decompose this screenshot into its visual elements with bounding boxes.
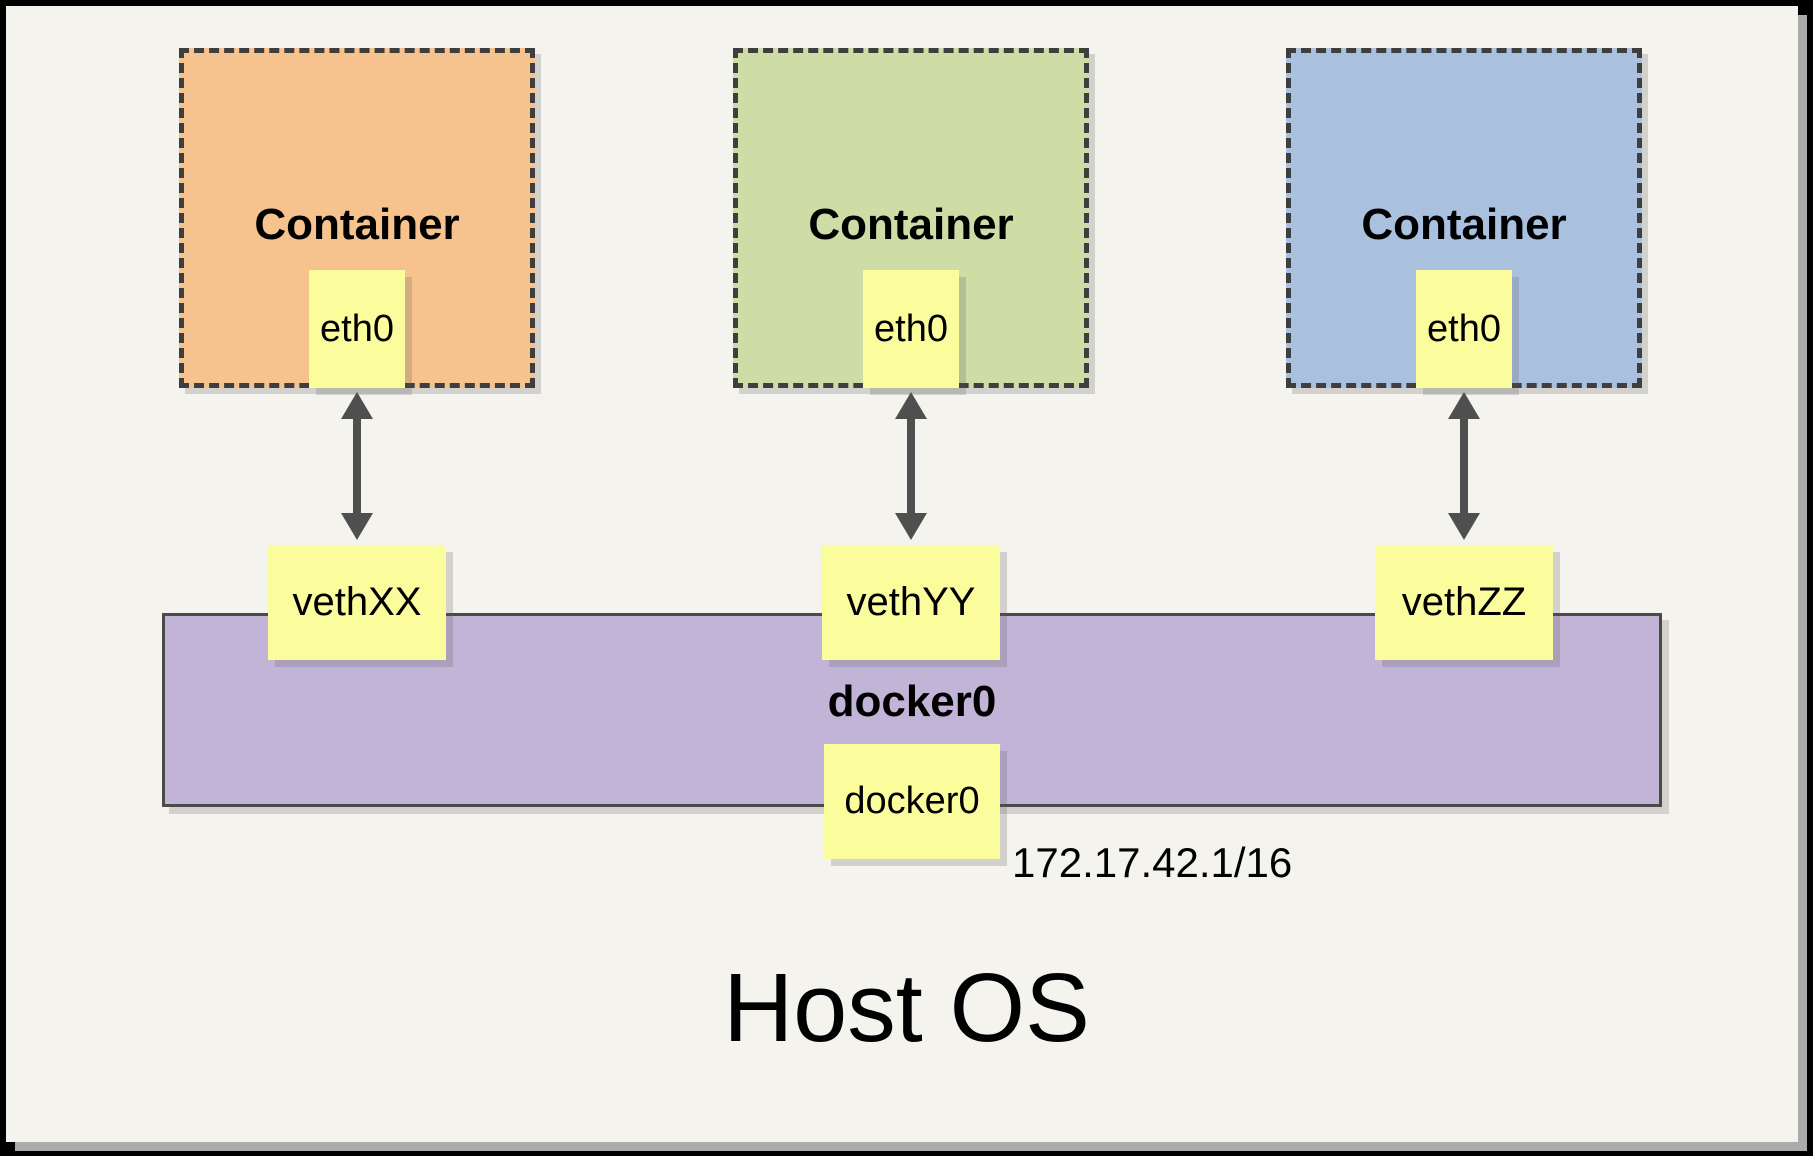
veth-label: vethZZ — [1401, 580, 1527, 624]
veth-connection-arrow-2 — [895, 392, 927, 540]
eth0-interface-box-1: eth0 — [309, 270, 405, 388]
docker0-interface-box: docker0 — [824, 744, 1000, 859]
container-box-1: Container — [179, 48, 535, 388]
eth0-label: eth0 — [874, 307, 948, 350]
docker0-bridge-label: docker0 — [827, 677, 997, 726]
host-os-title: Host OS — [723, 953, 1090, 1062]
veth-connection-arrow-3 — [1448, 392, 1480, 540]
veth-label: vethYY — [846, 580, 976, 624]
arrowhead-down-icon — [895, 513, 927, 540]
eth0-interface-box-3: eth0 — [1416, 270, 1512, 388]
veth-label: vethXX — [292, 580, 422, 624]
container-label: Container — [1361, 200, 1567, 249]
veth-box-3: vethZZ — [1375, 545, 1553, 660]
container-label: Container — [808, 200, 1014, 249]
veth-connection-arrow-1 — [341, 392, 373, 540]
docker0-interface-label: docker0 — [844, 780, 980, 822]
eth0-interface-box-2: eth0 — [863, 270, 959, 388]
arrowhead-up-icon — [341, 392, 373, 419]
eth0-label: eth0 — [1427, 307, 1501, 350]
container-label: Container — [254, 200, 460, 249]
veth-box-2: vethYY — [822, 545, 1000, 660]
eth0-label: eth0 — [320, 307, 394, 350]
arrowhead-up-icon — [1448, 392, 1480, 419]
veth-box-1: vethXX — [268, 545, 446, 660]
arrowhead-up-icon — [895, 392, 927, 419]
arrow-shaft — [1460, 419, 1468, 513]
subnet-label: 172.17.42.1/16 — [1012, 839, 1293, 886]
arrow-shaft — [907, 419, 915, 513]
arrow-shaft — [353, 419, 361, 513]
arrowhead-down-icon — [1448, 513, 1480, 540]
arrowhead-down-icon — [341, 513, 373, 540]
